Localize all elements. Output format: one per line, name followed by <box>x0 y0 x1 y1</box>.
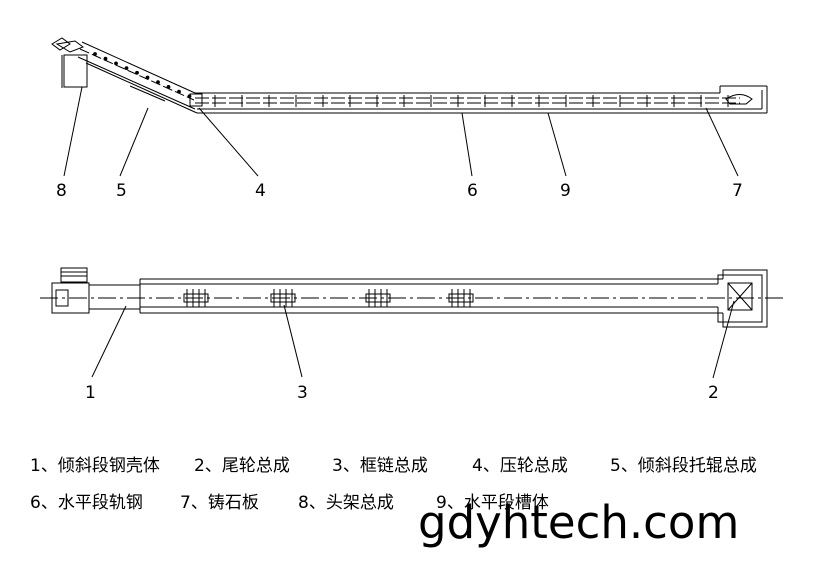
side-elevation-view <box>51 37 768 114</box>
callout-5: 5 <box>116 181 127 201</box>
incline-chain-mark <box>93 52 97 56</box>
tail-wheel-plan <box>727 282 753 311</box>
plan-view <box>40 267 785 328</box>
legend-item-9: 9、水平段槽体 <box>436 493 549 513</box>
legend-item-5: 5、倾斜段托辊总成 <box>610 456 757 476</box>
callout-1: 1 <box>85 383 96 403</box>
incline-chain-mark <box>187 94 192 99</box>
callout-3: 3 <box>297 383 308 403</box>
chain-plate-plan <box>448 289 474 307</box>
inclined-casing-top <box>81 41 196 94</box>
legend-item-4: 4、压轮总成 <box>472 456 568 476</box>
head-frame <box>63 54 88 88</box>
callout-2: 2 <box>708 383 719 403</box>
chain-plate-plan <box>183 289 209 307</box>
tail-wheel <box>725 94 753 105</box>
legend-item-3: 3、框链总成 <box>332 456 428 476</box>
legend-item-1: 1、倾斜段钢壳体 <box>30 456 160 476</box>
callout-7: 7 <box>732 181 743 201</box>
callout-9: 9 <box>560 181 571 201</box>
legend-item-6: 6、水平段轨钢 <box>30 493 143 513</box>
legend-item-8: 8、头架总成 <box>298 493 394 513</box>
incline-chain-mark <box>166 85 171 89</box>
incline-chain-mark <box>177 89 181 94</box>
incline-chain-mark <box>145 75 150 80</box>
callout-6: 6 <box>467 181 478 201</box>
callout-8: 8 <box>56 181 67 201</box>
incline-chain-mark <box>124 66 129 70</box>
watermark: gdyhtech.com <box>418 496 740 549</box>
legend-row-1: 1、倾斜段钢壳体 2、尾轮总成 3、框链总成 4、压轮总成 5、倾斜段托辊总成 <box>30 451 757 476</box>
head-drive-plan <box>60 267 88 283</box>
incline-chain-mark <box>114 61 118 66</box>
legend-row-2: 6、水平段轨钢 7、铸石板 8、头架总成 9、水平段槽体 <box>30 488 549 513</box>
incline-chain-mark <box>156 80 160 85</box>
pressure-wheel <box>189 93 203 107</box>
chain-plate-plan <box>365 289 391 307</box>
chain-plate-plan <box>270 289 296 307</box>
head-sprocket <box>51 37 71 51</box>
leader-lines <box>63 86 739 379</box>
inclined-casing-bottom <box>77 56 196 110</box>
legend-item-7: 7、铸石板 <box>180 493 259 513</box>
callout-4: 4 <box>255 181 266 201</box>
incline-chain-mark <box>135 70 139 75</box>
legend-item-2: 2、尾轮总成 <box>194 456 290 476</box>
incline-chain-mark <box>103 56 108 61</box>
